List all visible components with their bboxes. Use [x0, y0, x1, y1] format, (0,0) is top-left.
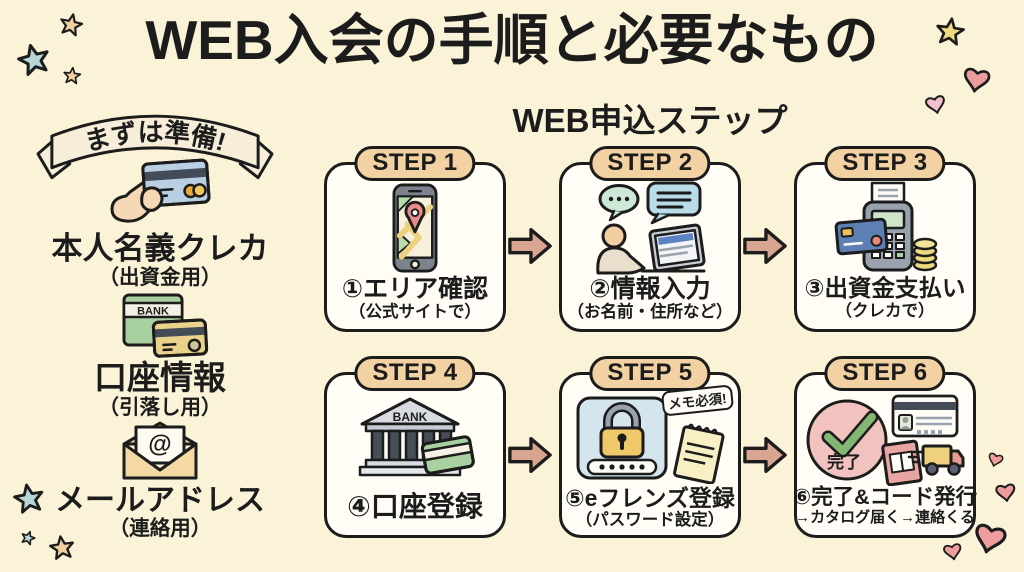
- prepare-item-label: メールアドレス: [55, 484, 265, 517]
- step-badge: STEP 4: [354, 356, 476, 391]
- step-title: ④口座登録: [347, 491, 483, 522]
- complete-stamp-label: 完了: [827, 452, 861, 472]
- step-note: →カタログ届く→連絡くる: [795, 508, 975, 526]
- step-title: ⑥完了&コード発行: [792, 485, 978, 509]
- bank-label: BANK: [393, 410, 428, 424]
- page-title: WEB入会の手順と必要なもの: [145, 9, 879, 71]
- step-title: ⑤eフレンズ登録: [565, 485, 735, 511]
- heart-icon: [970, 522, 1008, 557]
- prepare-item-label: 口座情報: [94, 359, 226, 396]
- credit-card-in-hand-icon: [110, 158, 211, 223]
- completed-check-icon: 完了: [806, 394, 965, 486]
- heart-icon: [994, 482, 1017, 504]
- at-symbol: @: [148, 431, 171, 458]
- arrow-right-icon: [743, 437, 787, 473]
- step-card-5: STEP 5 メモ必須!: [559, 356, 741, 538]
- step-badge: STEP 5: [589, 356, 711, 391]
- steps-heading: WEB申込ステップ: [512, 102, 788, 139]
- prepare-item-bank-account: BANK 口座情報 （引落し用）: [8, 292, 312, 420]
- step-badge: STEP 6: [824, 356, 946, 391]
- bankbook-and-card-icon: BANK: [122, 293, 209, 358]
- step-title: ①エリア確認: [341, 275, 489, 303]
- step-card-3: STEP 3: [794, 146, 976, 332]
- step-note: （パスワード設定）: [575, 511, 725, 530]
- step-card-4: STEP 4 BANK: [324, 356, 506, 538]
- prepare-item-note: （引落し用）: [98, 395, 222, 419]
- step-badge: STEP 3: [824, 146, 946, 181]
- prepare-banner-ribbon: まずは準備!: [36, 114, 274, 180]
- mail-envelope-icon: @: [122, 421, 198, 480]
- heart-icon: [986, 452, 1004, 469]
- step-badge: STEP 2: [589, 146, 711, 181]
- arrow-right-icon: [508, 437, 552, 473]
- arrow-right-icon: [508, 228, 552, 264]
- step-note: （お名前・住所など）: [567, 303, 733, 322]
- arrow-right-icon: [743, 228, 787, 264]
- heart-icon: [942, 542, 964, 562]
- person-entering-info-icon: [596, 181, 706, 275]
- step-title: ③出資金支払い: [804, 275, 966, 301]
- card-payment-terminal-icon: [834, 181, 938, 272]
- step-title: ②情報入力: [589, 275, 711, 303]
- prepare-item-credit-card: 本人名義クレカ （出資金用）: [8, 152, 312, 289]
- password-lock-icon: [576, 396, 725, 484]
- prepare-item-note: （出資金用）: [98, 265, 222, 289]
- step-card-1: STEP 1 ①エリ: [324, 146, 506, 332]
- bankbook-label: BANK: [137, 306, 169, 318]
- prepare-item-email: @ メールアドレス （連絡用）: [8, 418, 312, 540]
- bank-building-icon: BANK: [358, 397, 475, 477]
- step-note: （公式サイトで）: [349, 303, 481, 322]
- step-badge: STEP 1: [354, 146, 476, 181]
- step-card-2: STEP 2: [559, 146, 741, 332]
- step-card-6: STEP 6 完了: [792, 356, 978, 538]
- prepare-item-label: 本人名義クレカ: [51, 231, 269, 266]
- step-note: （クレカで）: [835, 301, 935, 320]
- prepare-item-note: （連絡用）: [108, 516, 212, 540]
- smartphone-map-icon: [392, 183, 438, 273]
